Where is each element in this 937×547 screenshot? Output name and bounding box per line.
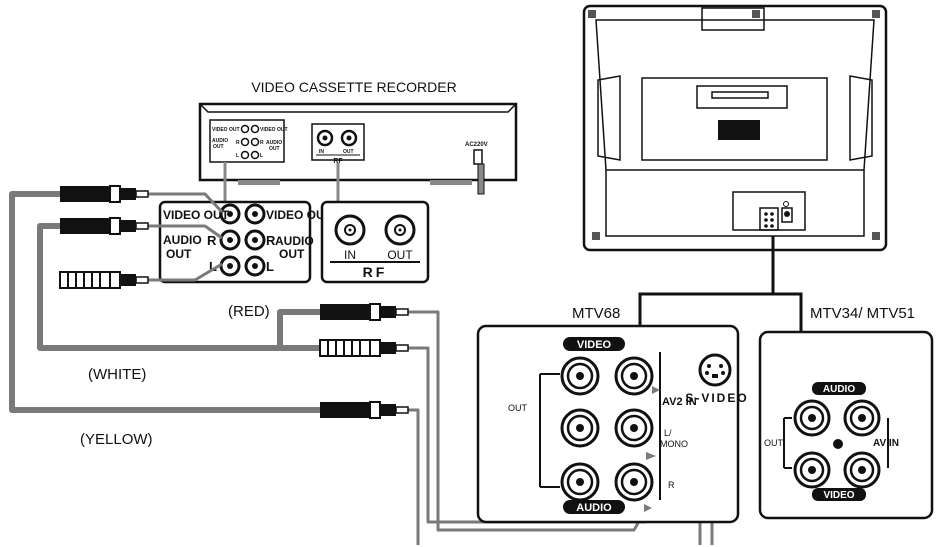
svg-text:AUDIO: AUDIO xyxy=(576,502,612,514)
svg-text:RF: RF xyxy=(333,158,343,165)
svg-text:AV IN: AV IN xyxy=(873,438,899,449)
svg-text:VIDEO: VIDEO xyxy=(823,490,854,501)
svg-text:IN: IN xyxy=(319,149,324,155)
mtv68-jack-in-r xyxy=(614,462,654,502)
mtv68-jack-out-l xyxy=(560,408,600,448)
mtv34-jack-out-video xyxy=(793,451,831,489)
tv-center-panel xyxy=(641,77,828,161)
tv-right-handle xyxy=(849,75,873,161)
cable-arrowheads xyxy=(644,386,660,512)
svg-text:VIDEO OUT: VIDEO OUT xyxy=(212,127,240,133)
svg-text:L: L xyxy=(236,153,239,159)
svg-text:L: L xyxy=(209,259,217,274)
mtv68-jack-in-l xyxy=(614,408,654,448)
svg-text:AUDIO: AUDIO xyxy=(212,138,228,144)
mtv68-jack-out-r xyxy=(560,462,600,502)
mtv34-jack-in-video xyxy=(843,451,881,489)
rca-plug-red xyxy=(320,303,409,321)
rca-plug-white xyxy=(319,339,409,357)
svg-text:OUT: OUT xyxy=(508,403,528,413)
rca-plug-yellow xyxy=(320,401,409,419)
vcr-rf-jack-panel: IN OUT RF xyxy=(320,200,430,284)
svideo-jack xyxy=(698,353,732,387)
tv-top-handle xyxy=(701,7,765,31)
svg-text:L: L xyxy=(260,153,263,159)
mtv34-jack-in-audio xyxy=(843,399,881,437)
svg-text:R: R xyxy=(260,140,264,146)
svg-text:AV2 IN: AV2 IN xyxy=(662,396,697,408)
svg-text:IN: IN xyxy=(344,248,356,262)
rca-plug-vcr-audio-l xyxy=(59,271,149,289)
vcr-rear-av-panel xyxy=(209,119,285,163)
svg-text:VIDEO OUT: VIDEO OUT xyxy=(260,127,288,133)
yellow-cable-label: (YELLOW) xyxy=(80,431,153,448)
rca-plug-vcr-video xyxy=(60,185,149,203)
mtv68-label: MTV68 xyxy=(572,305,620,322)
svg-text:AUDIO: AUDIO xyxy=(823,384,855,395)
svg-text:OUT: OUT xyxy=(279,247,305,261)
svg-text:L: L xyxy=(266,259,274,274)
svg-text:R: R xyxy=(207,233,217,248)
svg-text:L/: L/ xyxy=(664,428,672,438)
vcr-rear-rf-panel xyxy=(311,123,365,161)
rca-plugs xyxy=(59,185,409,419)
mtv34-jack-out-audio xyxy=(793,399,831,437)
svg-text:AUDIO: AUDIO xyxy=(163,233,202,247)
svg-text:OUT: OUT xyxy=(387,248,413,262)
svg-text:RF: RF xyxy=(363,264,388,280)
rca-plug-vcr-audio-r xyxy=(60,217,149,235)
svg-text:AUDIO: AUDIO xyxy=(266,140,282,146)
svg-text:AUDIO: AUDIO xyxy=(275,234,314,248)
mtv68-jack-out-video xyxy=(560,356,600,396)
vcr-av-jack-panel: VIDEO OUT VIDEO OUT AUDIO OUT R R AUDIO … xyxy=(158,200,333,284)
mtv34-panel: AUDIO OUT AV IN VIDEO xyxy=(758,330,934,520)
vcr-ac-label: AC220V xyxy=(465,142,488,148)
svg-text:R: R xyxy=(236,140,240,146)
svg-text:VIDEO: VIDEO xyxy=(577,339,612,351)
svg-text:OUT: OUT xyxy=(269,146,280,152)
svg-text:OUT: OUT xyxy=(166,247,192,261)
svg-text:OUT: OUT xyxy=(213,144,224,150)
vcr-unit: VIDEO CASSETTE RECORDER VIDEO OUT VIDEO … xyxy=(198,79,518,202)
svg-text:R: R xyxy=(668,480,675,490)
tv-rear xyxy=(582,4,888,252)
svg-text:VIDEO OUT: VIDEO OUT xyxy=(163,208,230,222)
mtv68-jack-in-video xyxy=(614,356,654,396)
tv-label-plate xyxy=(718,120,760,140)
mtv68-panel: VIDEO OUT AV2 IN L/ MONO R AUDIO xyxy=(476,324,748,524)
svg-text:OUT: OUT xyxy=(343,149,354,155)
svideo-label: S-VIDEO xyxy=(685,391,748,405)
vcr-title: VIDEO CASSETTE RECORDER xyxy=(251,79,456,95)
svg-text:MONO: MONO xyxy=(660,439,688,449)
white-cable-label: (WHITE) xyxy=(88,366,146,383)
mtv34-label: MTV34/ MTV51 xyxy=(810,305,915,322)
red-cable-label: (RED) xyxy=(228,303,270,320)
tv-left-handle xyxy=(597,75,621,161)
svg-text:VIDEO OUT: VIDEO OUT xyxy=(266,208,333,222)
svg-text:R: R xyxy=(266,233,276,248)
svg-text:OUT: OUT xyxy=(764,438,784,448)
